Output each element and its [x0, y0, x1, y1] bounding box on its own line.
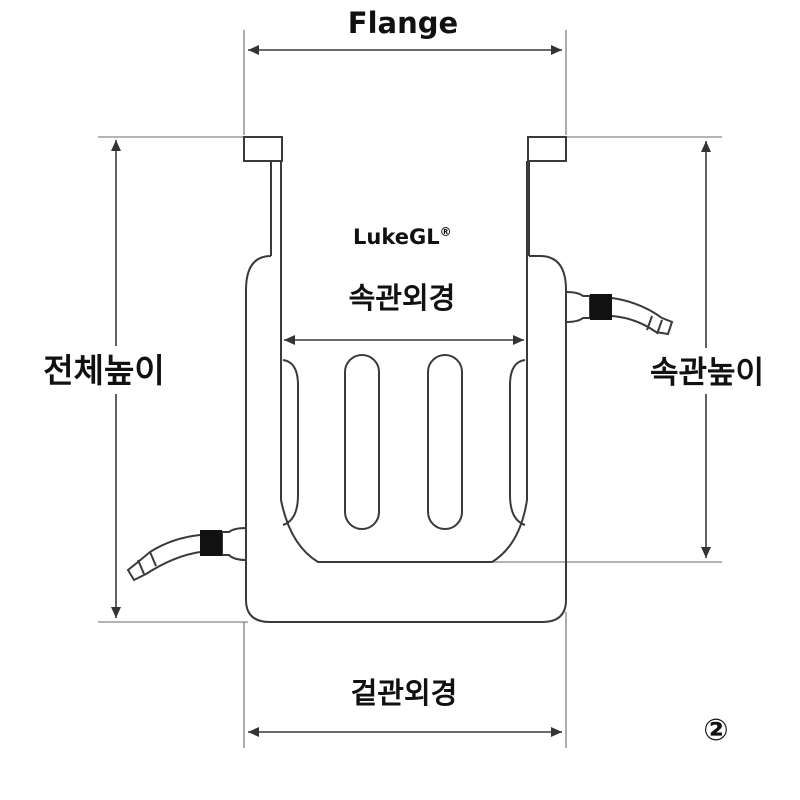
total-height-label: 전체높이 [43, 351, 164, 390]
upper-barb-ring-2 [656, 319, 663, 335]
upper-connector-joint-icon [590, 294, 612, 320]
lower-barb-ring-2 [137, 559, 145, 575]
brand-name: LukeGL [353, 225, 440, 249]
lower-hose-connector [126, 527, 247, 582]
flange-label: Flange [348, 6, 458, 40]
flange-block-left [243, 136, 283, 162]
outer-od-dimension: 겉관외경 [243, 612, 567, 748]
total-height-label-bg [14, 346, 194, 394]
inner-vessel-bottom [280, 340, 528, 563]
outer-jacket [245, 255, 567, 623]
total-height-dimension: 전체높이 [14, 136, 248, 623]
flange-block-right [527, 136, 567, 162]
lower-barb-ring-1 [149, 551, 157, 567]
lower-connector-neck [221, 527, 247, 561]
upper-hose-connector [565, 291, 674, 336]
upper-barb-ring-1 [646, 315, 653, 331]
slot-window-center-left [344, 354, 380, 530]
inner-height-label-bg [628, 348, 786, 394]
slot-window-left [282, 359, 299, 526]
flange-dimension: Flange [243, 6, 567, 135]
brand-registered-mark: ® [440, 225, 452, 239]
lower-connector-joint-icon [200, 530, 222, 556]
figure-number: ② [703, 713, 728, 748]
slot-window-right [509, 359, 526, 526]
inner-od-label: 속관외경 [349, 281, 456, 315]
inner-od-dimension: 속관외경 [284, 281, 524, 345]
brand-logo: LukeGL® [353, 225, 452, 249]
inner-height-label: 속관높이 [650, 355, 764, 391]
outer-od-label: 겉관외경 [351, 676, 458, 710]
upper-hose-barb [611, 297, 674, 336]
vessel-drawing: LukeGL® [126, 136, 674, 623]
lower-hose-barb [126, 534, 201, 582]
upper-connector-neck [565, 291, 591, 323]
inner-height-dimension: 속관높이 [490, 136, 786, 563]
slot-window-center-right [427, 354, 463, 530]
